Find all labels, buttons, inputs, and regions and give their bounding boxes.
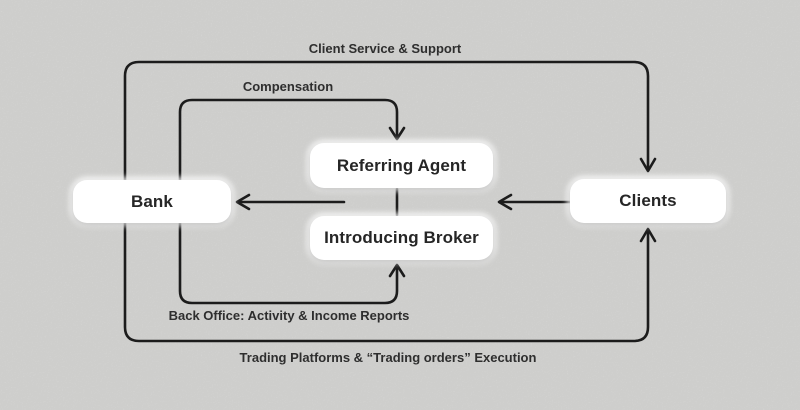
arrowhead-into-agent-stack bbox=[497, 193, 513, 211]
node-bank-label: Bank bbox=[131, 191, 173, 211]
edge-label-back-office: Back Office: Activity & Income Reports bbox=[168, 308, 410, 323]
edge-label-trading: Trading Platforms & “Trading orders” Exe… bbox=[239, 350, 537, 365]
node-introducing-broker-label: Introducing Broker bbox=[324, 228, 479, 247]
arrowhead-into-bank bbox=[235, 193, 251, 211]
arrowhead-into-clients-top bbox=[639, 157, 657, 173]
edge-label-compensation: Compensation bbox=[242, 79, 334, 94]
node-bank: Bank bbox=[73, 180, 231, 223]
node-introducing-broker: Introducing Broker bbox=[310, 216, 493, 260]
node-clients: Clients bbox=[570, 179, 726, 223]
node-referring-agent-label: Referring Agent bbox=[336, 155, 467, 175]
arrowhead-into-clients-bottom bbox=[639, 227, 657, 243]
node-referring-agent: Referring Agent bbox=[310, 143, 493, 188]
arrowhead-into-introducing-broker bbox=[388, 263, 406, 278]
edge-label-client-service: Client Service & Support bbox=[308, 41, 462, 56]
node-clients-label: Clients bbox=[619, 191, 677, 210]
arrowhead-into-referring-agent bbox=[388, 126, 406, 141]
